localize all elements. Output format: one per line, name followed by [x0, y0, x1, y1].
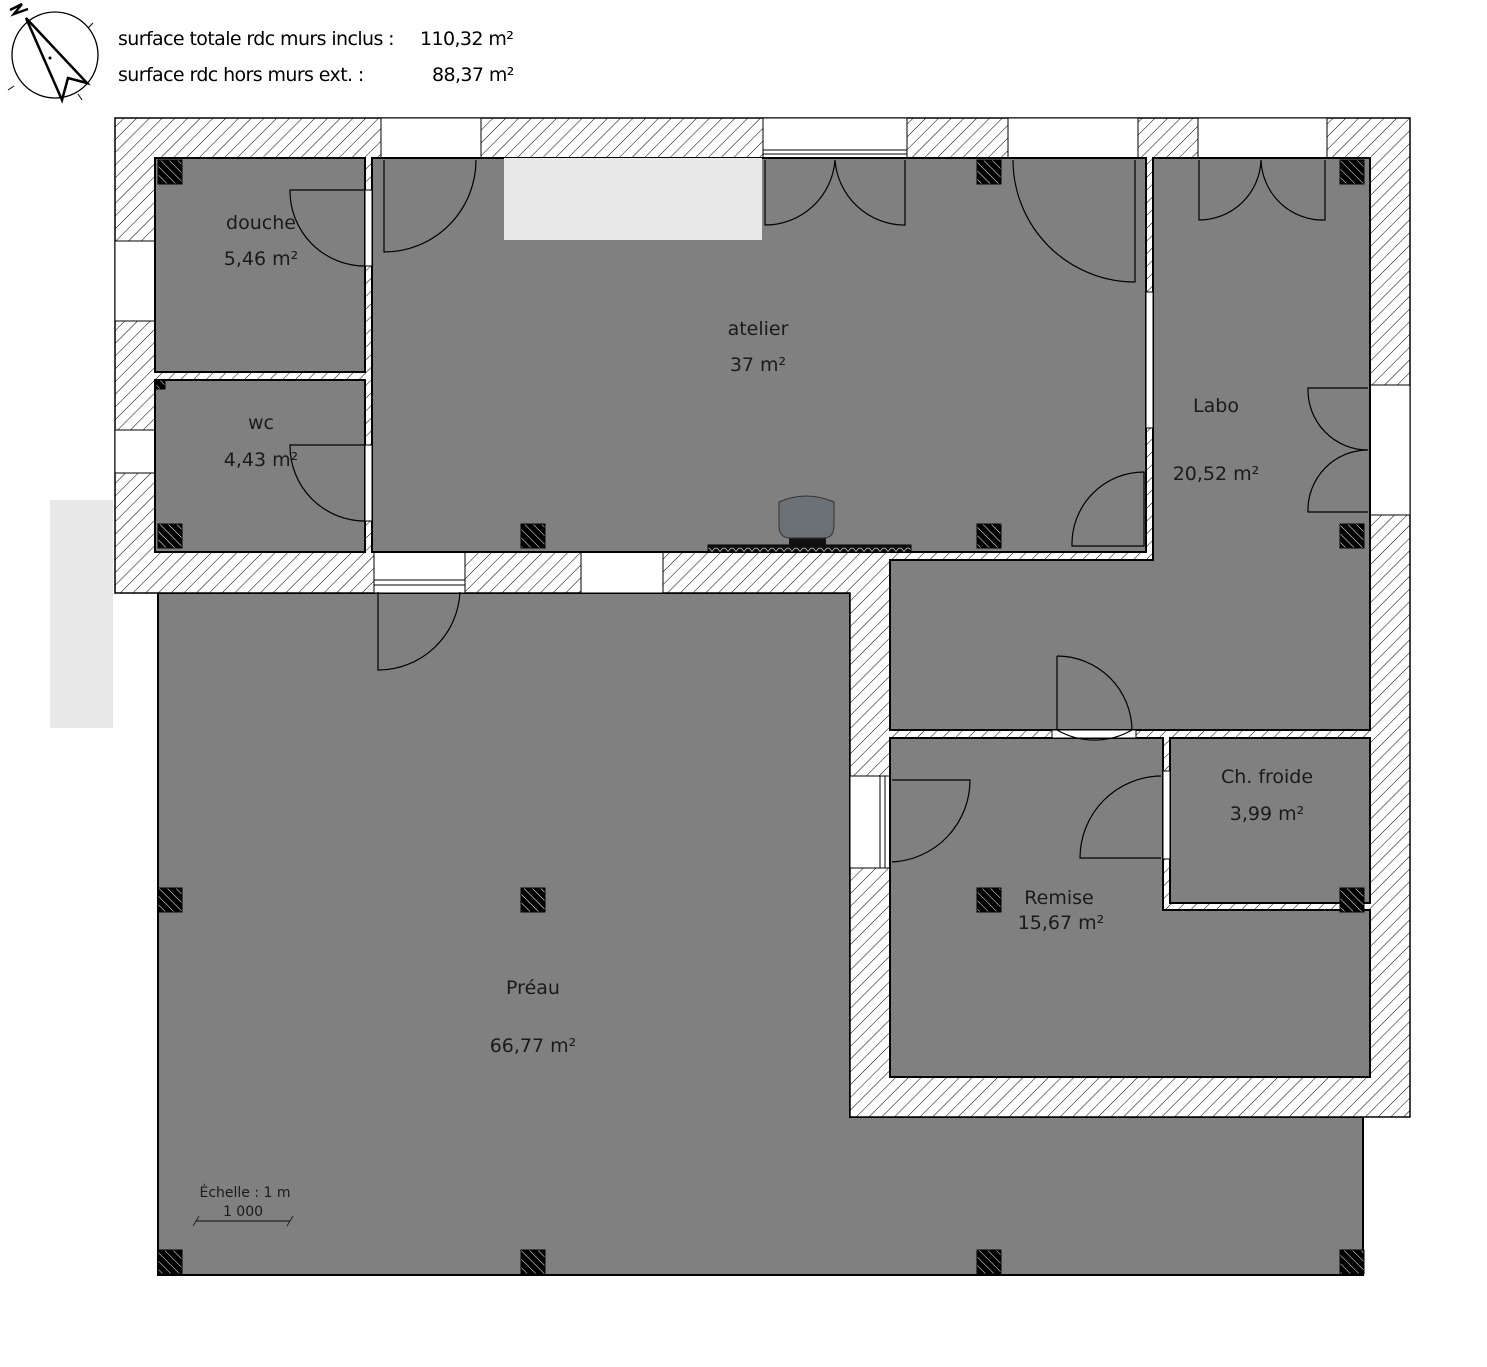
room-area-wc: 4,43 m²: [224, 449, 298, 471]
room-labo: [889, 157, 1371, 731]
room-name-labo: Labo: [1193, 395, 1239, 417]
light-patch: [504, 158, 762, 240]
room-area-preau: 66,77 m²: [490, 1035, 577, 1057]
room-area-douche: 5,46 m²: [224, 248, 298, 270]
room-name-wc: wc: [248, 412, 274, 434]
room-wc: [154, 379, 366, 553]
room-ch-froide: [1169, 737, 1371, 904]
door-swings: [289, 159, 1369, 863]
room-area-atelier: 37 m²: [730, 354, 786, 376]
pillars: [155, 159, 1365, 1275]
interior-openings: [364, 189, 1171, 860]
room-name-ch-froide: Ch. froide: [1221, 766, 1313, 788]
room-area-labo: 20,52 m²: [1173, 463, 1260, 485]
net-surface-value: 88,37 m²: [432, 64, 514, 86]
room-name-atelier: atelier: [728, 318, 789, 340]
light-patch: [50, 500, 113, 728]
room-remise: [889, 737, 1371, 1078]
total-surface-label: surface totale rdc murs inclus :: [118, 28, 394, 50]
fireplace-icon: [707, 495, 912, 553]
room-name-preau: Préau: [506, 977, 560, 999]
room-name-douche: douche: [226, 212, 296, 234]
room-name-remise: Remise: [1024, 887, 1093, 909]
scale-value: 1 000: [223, 1204, 263, 1220]
room-douche: [154, 157, 366, 373]
scale-bar: Échelle : 1 m 1 000: [192, 1184, 294, 1227]
net-surface-label: surface rdc hors murs ext. :: [118, 64, 364, 86]
room-area-ch-froide: 3,99 m²: [1230, 803, 1304, 825]
total-surface-value: 110,32 m²: [420, 28, 513, 50]
room-area-remise: 15,67 m²: [1018, 912, 1105, 934]
north-arrow-icon: [7, 2, 99, 104]
openings: [114, 117, 1411, 869]
scale-label: Échelle : 1 m: [199, 1184, 290, 1201]
